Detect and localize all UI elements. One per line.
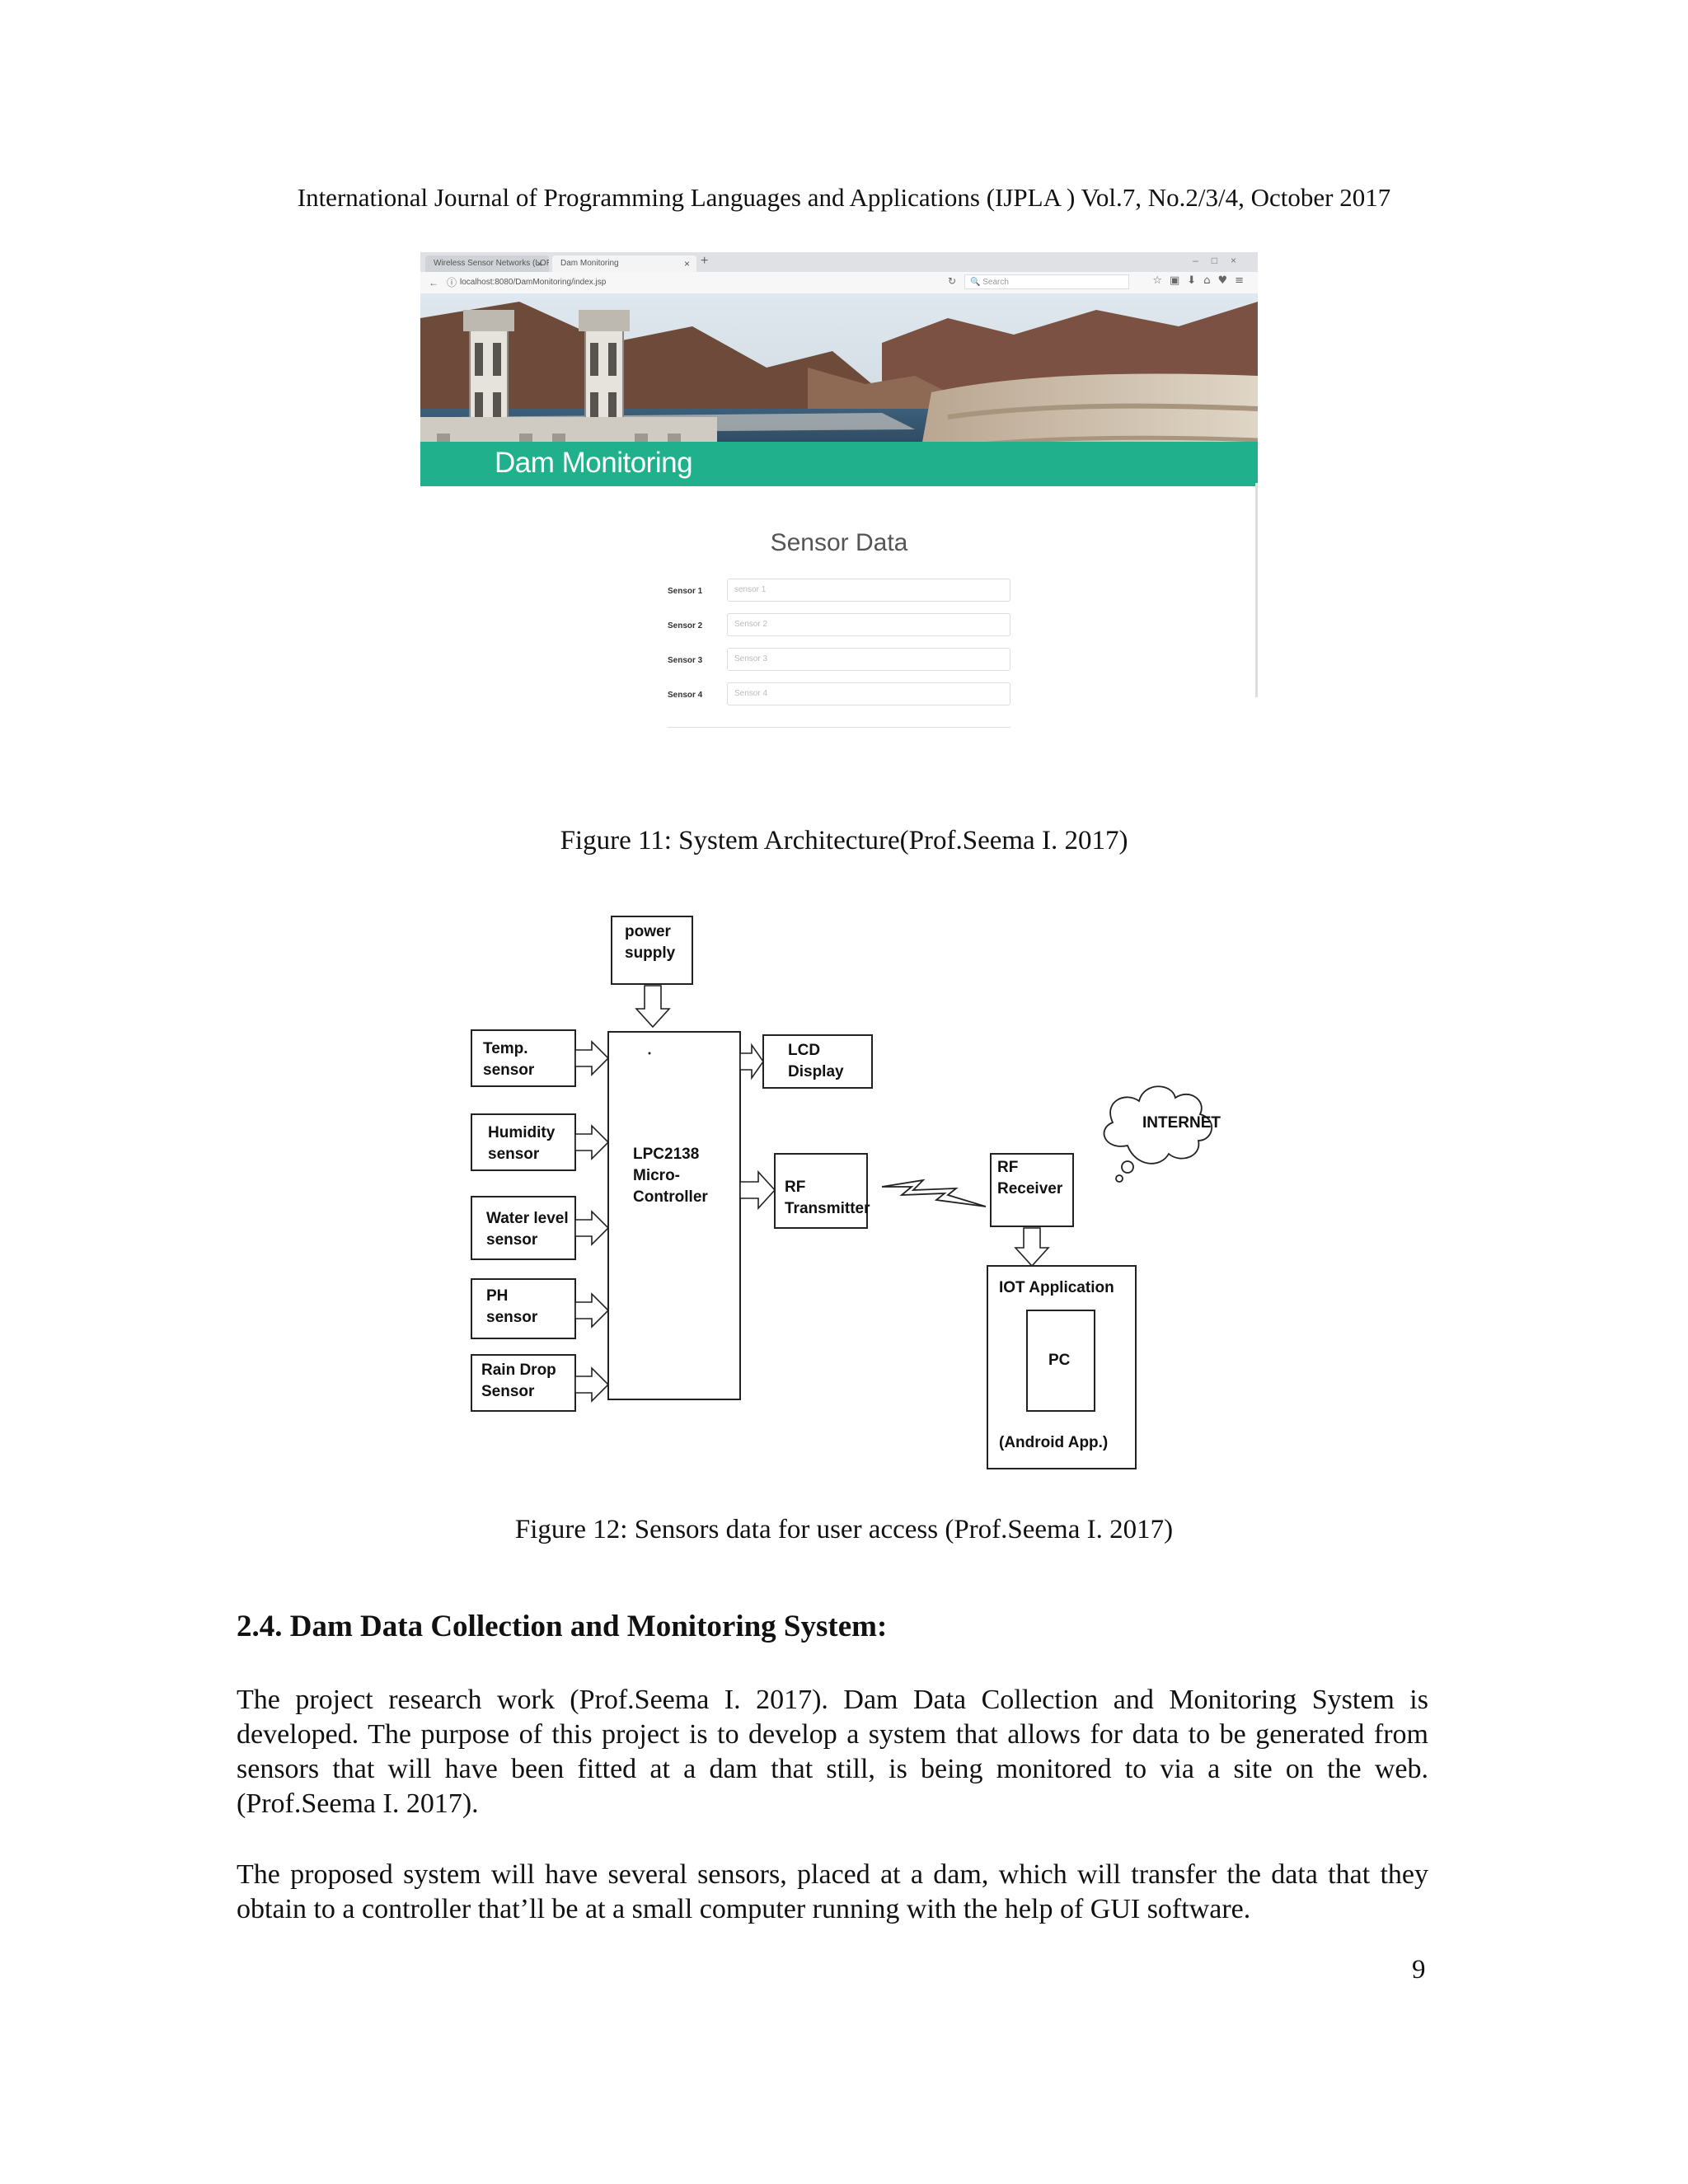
- sensor-4-input[interactable]: Sensor 4: [727, 682, 1010, 705]
- android-app-label: (Android App.): [999, 1434, 1108, 1451]
- browser-search-placeholder: Search: [982, 278, 1009, 287]
- reload-icon[interactable]: ↻: [948, 275, 956, 287]
- paragraph-1: The project research work (Prof.Seema I.…: [237, 1683, 1428, 1821]
- figure-11-caption: Figure 11: System Architecture(Prof.Seem…: [0, 826, 1688, 856]
- url-field[interactable]: localhost:8080/DamMonitoring/index.jsp: [460, 276, 938, 289]
- sensor-2-label: Sensor 2: [668, 621, 717, 630]
- internet-cloud-label: INTERNET: [1142, 1114, 1221, 1132]
- form-title: Sensor Data: [420, 529, 1258, 557]
- dot-marker: [649, 1052, 651, 1055]
- form-divider: [668, 727, 1010, 728]
- wireless-link-icon: [882, 1180, 986, 1207]
- iot-application-label: IOT Application: [999, 1279, 1114, 1296]
- power-supply-label-line1: power: [625, 923, 672, 940]
- microcontroller-label-line2: Micro-: [633, 1167, 680, 1184]
- section-heading: 2.4. Dam Data Collection and Monitoring …: [237, 1609, 887, 1644]
- lcd-label-line2: Display: [788, 1063, 844, 1080]
- sensor-3-input[interactable]: Sensor 3: [727, 648, 1010, 671]
- rf-receiver-label-line2: Receiver: [997, 1180, 1063, 1197]
- browser-tab-2-label: Dam Monitoring: [560, 259, 619, 268]
- pc-label: PC: [1048, 1352, 1071, 1369]
- browser-url-bar: ←ⓘ localhost:8080/DamMonitoring/index.js…: [420, 272, 1258, 294]
- figure-12-diagram: power supply Temp. sensor Humidity senso…: [462, 907, 1253, 1483]
- internet-cloud-icon: [1104, 1086, 1212, 1182]
- water-level-sensor-box: [471, 1197, 575, 1259]
- figure-12-caption: Figure 12: Sensors data for user access …: [0, 1515, 1688, 1545]
- ph-sensor-label-line2: sensor: [486, 1309, 538, 1326]
- temp-sensor-label-line1: Temp.: [483, 1040, 528, 1057]
- rf-receiver-label-line1: RF: [997, 1159, 1018, 1176]
- rf-transmitter-label-line2: Transmitter: [785, 1200, 870, 1217]
- water-level-sensor-label-line2: sensor: [486, 1231, 538, 1249]
- browser-tab-bar: Wireless Sensor Networks (LORA)...× Dam …: [420, 252, 1258, 272]
- running-head: International Journal of Programming Lan…: [0, 183, 1688, 213]
- sensor-3-label: Sensor 3: [668, 656, 717, 665]
- microcontroller-label-line3: Controller: [633, 1188, 708, 1206]
- scrollbar[interactable]: [1255, 483, 1258, 697]
- rf-transmitter-label-line1: RF: [785, 1179, 805, 1196]
- browser-tab-2[interactable]: Dam Monitoring ×: [552, 255, 696, 272]
- rain-drop-sensor-label-line2: Sensor: [481, 1383, 535, 1400]
- humidity-sensor-label-line2: sensor: [488, 1146, 540, 1163]
- microcontroller-box: [608, 1032, 740, 1399]
- paragraph-2: The proposed system will have several se…: [237, 1858, 1428, 1927]
- toolbar-icons[interactable]: ☆▣⬇⌂♥≡: [1152, 274, 1251, 287]
- browser-tab-1[interactable]: Wireless Sensor Networks (LORA)...×: [425, 255, 549, 272]
- power-supply-label-line2: supply: [625, 944, 676, 962]
- rain-drop-sensor-label-line1: Rain Drop: [481, 1361, 556, 1379]
- site-title: Dam Monitoring: [495, 447, 692, 480]
- sensor-1-label: Sensor 1: [668, 587, 717, 596]
- sensor-1-input[interactable]: sensor 1: [727, 579, 1010, 602]
- new-tab-icon[interactable]: +: [701, 254, 708, 269]
- figure-11-screenshot: Wireless Sensor Networks (LORA)...× Dam …: [420, 252, 1258, 771]
- browser-search-field[interactable]: 🔍 Search: [964, 274, 1129, 289]
- browser-tab-1-label: Wireless Sensor Networks (LORA)...: [434, 259, 549, 268]
- sensor-2-input[interactable]: Sensor 2: [727, 613, 1010, 636]
- lcd-label-line1: LCD: [788, 1042, 820, 1059]
- humidity-sensor-label-line1: Humidity: [488, 1124, 556, 1141]
- water-level-sensor-label-line1: Water level: [486, 1210, 569, 1227]
- page-number: 9: [1412, 1955, 1426, 1985]
- ph-sensor-label-line1: PH: [486, 1287, 508, 1305]
- sensor-4-label: Sensor 4: [668, 691, 717, 700]
- close-icon[interactable]: ×: [684, 255, 690, 272]
- close-icon[interactable]: ×: [537, 255, 542, 272]
- temp-sensor-label-line2: sensor: [483, 1062, 535, 1079]
- microcontroller-label-line1: LPC2138: [633, 1146, 699, 1163]
- window-controls-icon[interactable]: –□×: [1193, 255, 1250, 266]
